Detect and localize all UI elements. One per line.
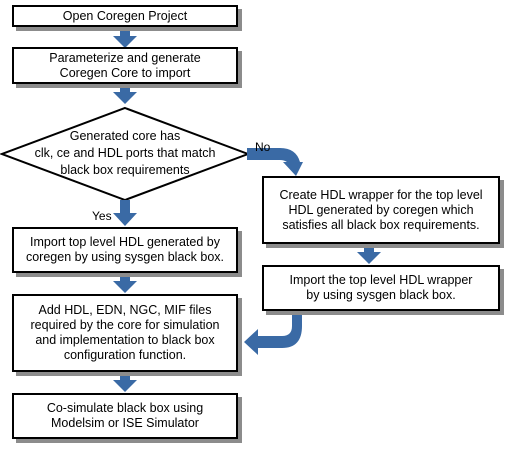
step-import-wrapper: Import the top level HDL wrapper by usin… <box>262 265 500 311</box>
label-yes: Yes <box>92 209 112 223</box>
arrow-import-to-addfiles <box>113 272 137 293</box>
step-parameterize-core: Parameterize and generate Coregen Core t… <box>12 47 238 84</box>
arrow-yes-to-import <box>113 200 137 226</box>
step-import-hdl: Import top level HDL generated by corege… <box>12 227 238 273</box>
arrow-addfiles-to-cosimulate <box>113 371 137 392</box>
step-open-coregen-project: Open Coregen Project <box>12 5 238 27</box>
decision-text: Generated core has clk, ce and HDL ports… <box>34 129 216 177</box>
step-cosimulate: Co-simulate black box using Modelsim or … <box>12 393 238 439</box>
arrow-import-wrapper-to-addfiles <box>244 313 302 355</box>
arrow-parameterize-to-decision <box>113 83 137 104</box>
step-create-wrapper: Create HDL wrapper for the top level HDL… <box>262 176 500 244</box>
arrow-open-to-parameterize <box>113 26 137 48</box>
arrow-no-to-wrapper <box>247 148 303 176</box>
step-add-files: Add HDL, EDN, NGC, MIF files required by… <box>12 294 238 372</box>
label-no: No <box>255 140 271 154</box>
arrow-wrapper-to-import-wrapper <box>357 243 381 264</box>
